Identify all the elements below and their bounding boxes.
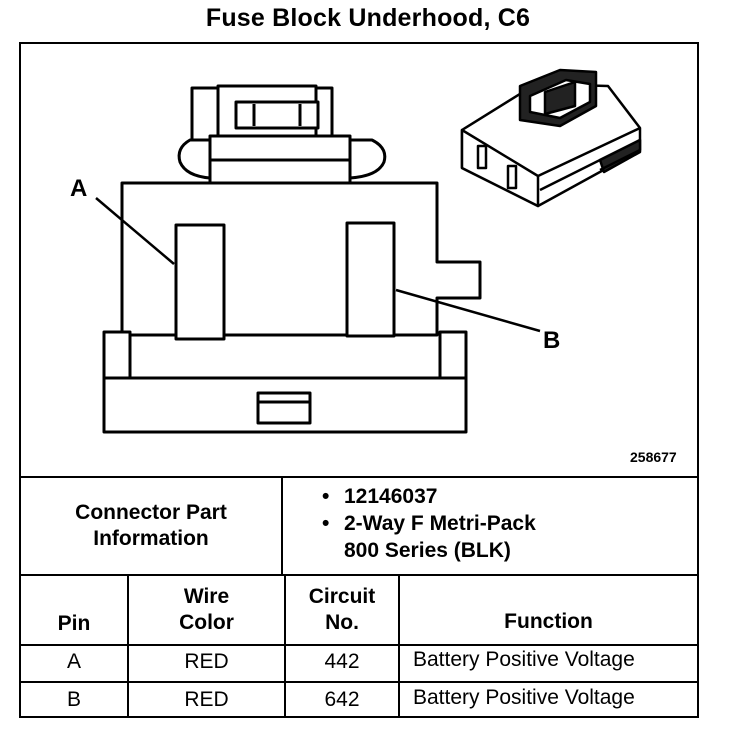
- header-function: Function: [504, 610, 593, 633]
- figure-id: 258677: [630, 449, 677, 465]
- row-b-function: Battery Positive Voltage: [413, 686, 635, 709]
- housing-side-left: [102, 330, 132, 380]
- header-circuit-line1: Circuit: [308, 585, 376, 608]
- housing-step: [128, 332, 442, 378]
- row-a-pin: A: [66, 650, 81, 673]
- table-row-divider: [19, 681, 699, 683]
- info-bullet-part-number: • 12146037: [322, 483, 536, 510]
- info-divider: [281, 476, 283, 576]
- table-top-border: [19, 476, 699, 478]
- cavity-b: [345, 221, 396, 338]
- connector-info-values: • 12146037 • 2-Way F Metri-Pack 800 Seri…: [322, 483, 536, 564]
- right-shoulder: [348, 138, 387, 180]
- row-a-wire-color: RED: [184, 650, 229, 673]
- bullet-icon: •: [322, 512, 330, 535]
- col-divider-1: [127, 574, 129, 718]
- row-b-circuit: 642: [324, 688, 360, 711]
- header-wire-color: Wire Color: [129, 584, 284, 636]
- connector-info-label-line1: Connector Part: [75, 501, 227, 524]
- header-wire-color-line1: Wire: [183, 585, 230, 608]
- latch-center: [234, 100, 320, 130]
- row-a-circuit: 442: [324, 650, 360, 673]
- pin-label-a: A: [70, 175, 87, 202]
- leader-line-a: [95, 197, 175, 265]
- col-divider-2: [284, 574, 286, 718]
- table-header-bottom: [19, 644, 699, 646]
- connector-3d-view: [460, 68, 642, 208]
- header-pin: Pin: [57, 612, 91, 635]
- part-number: 12146037: [344, 485, 438, 508]
- header-wire-color-line2: Color: [179, 611, 234, 634]
- connector-diagram: A B: [70, 68, 642, 434]
- table-header-border: [19, 574, 699, 576]
- cavity-a: [174, 223, 226, 341]
- connector-type: 2-Way F Metri-Pack: [344, 512, 536, 535]
- connector-info-label: Connector Part Information: [21, 500, 281, 552]
- latch-tab-detail: [234, 102, 302, 128]
- row-b-wire-color: RED: [184, 688, 229, 711]
- housing-side-right: [438, 330, 468, 380]
- bullet-icon: •: [322, 485, 330, 508]
- row-b-pin: B: [66, 688, 81, 711]
- connector-series: 800 Series (BLK): [344, 539, 511, 562]
- page-title: Fuse Block Underhood, C6: [205, 4, 531, 32]
- pin-label-b: B: [543, 327, 560, 354]
- header-circuit: Circuit No.: [286, 584, 398, 636]
- info-bullet-description: • 2-Way F Metri-Pack: [322, 510, 536, 537]
- left-shoulder: [177, 138, 212, 180]
- bottom-key: [256, 391, 312, 425]
- row-a-function: Battery Positive Voltage: [413, 648, 635, 671]
- connector-info-label-line2: Information: [93, 527, 209, 550]
- header-circuit-line2: No.: [325, 611, 359, 634]
- col-divider-3: [398, 574, 400, 718]
- connector-frame: [19, 42, 699, 718]
- leader-line-b: [395, 288, 541, 333]
